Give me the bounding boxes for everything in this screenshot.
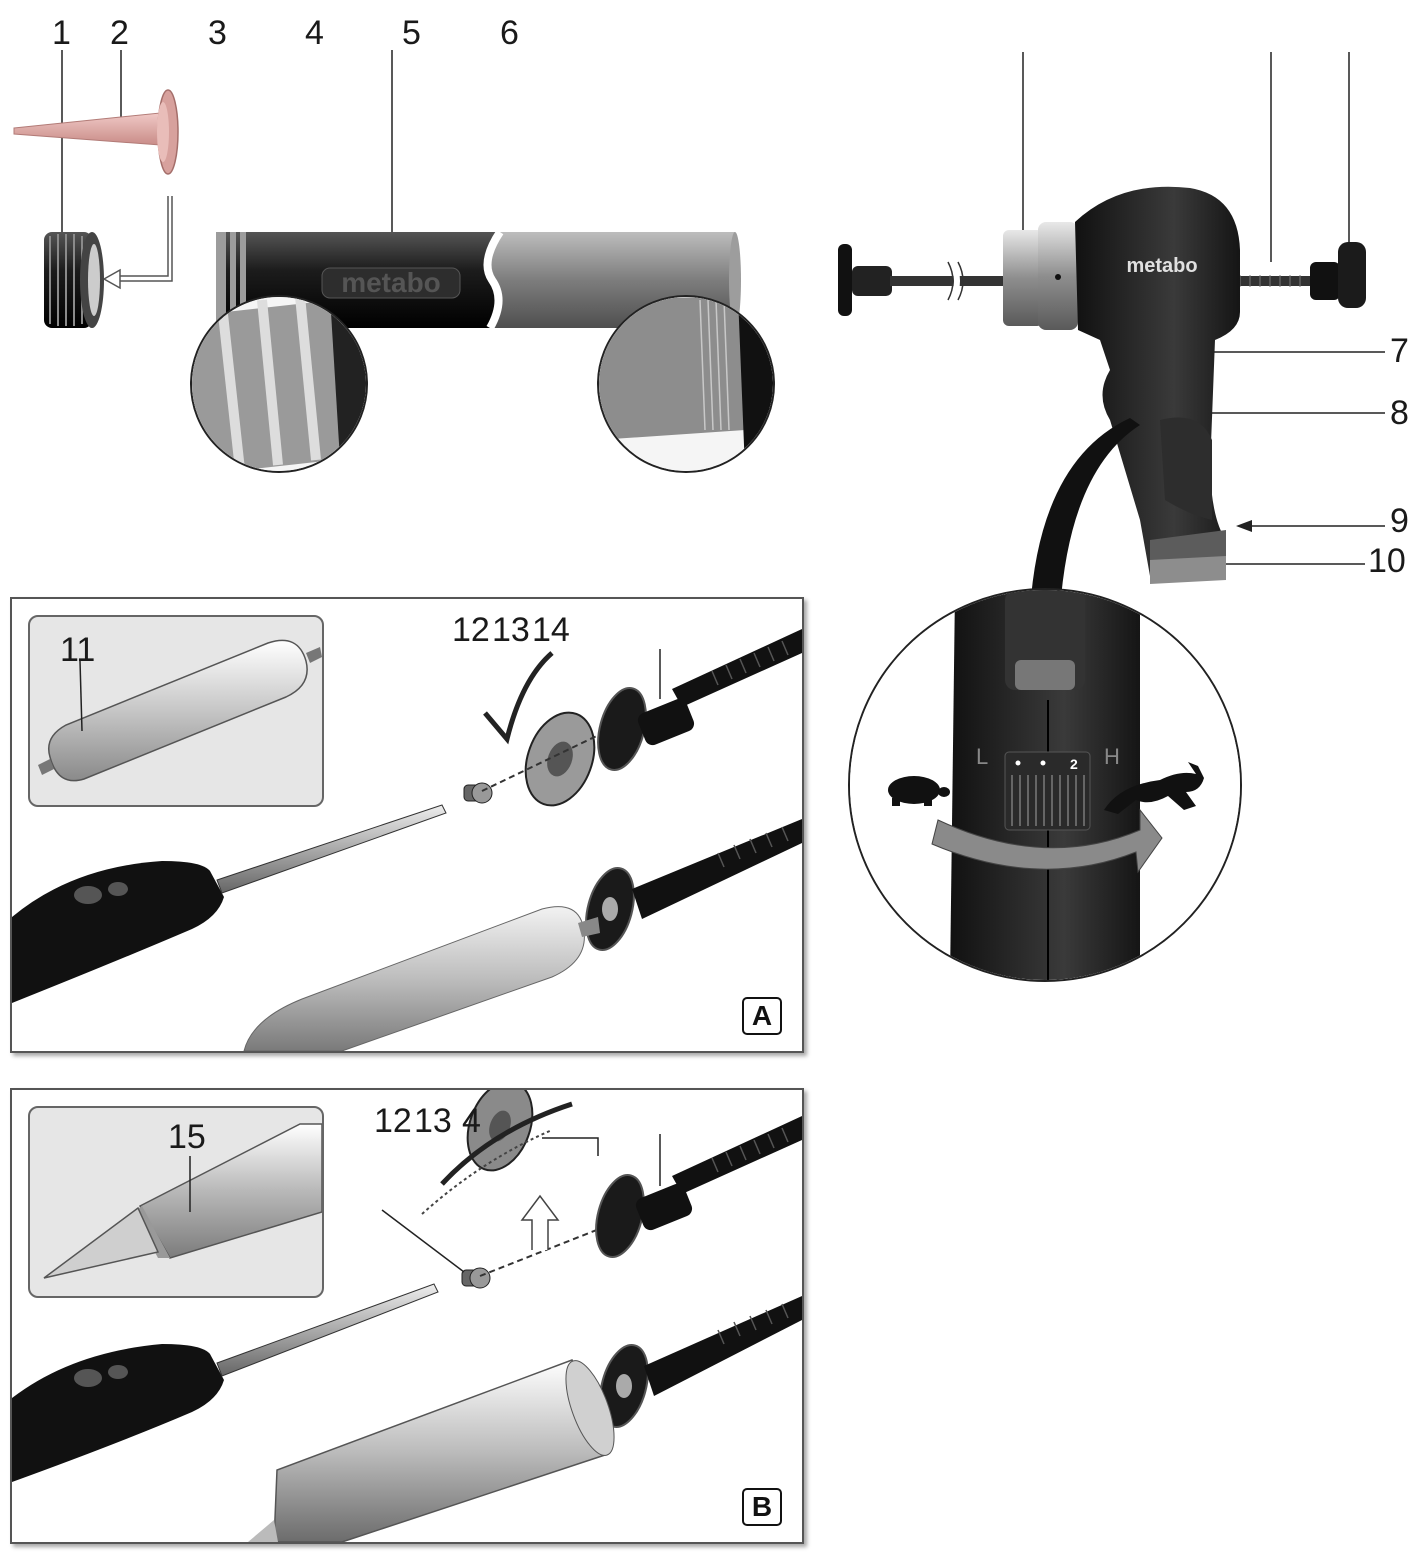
label-1: 1 [52,14,71,52]
panel-b-illustration [12,1090,802,1542]
panel-b-badge: B [742,1488,782,1526]
dispensing-gun: metabo [838,186,1366,584]
label-13-a: 13 [492,611,530,649]
label-2: 2 [110,14,129,52]
gun-logo: metabo [1126,255,1197,277]
label-11: 11 [60,631,96,669]
cross-icon [440,1101,573,1186]
nozzle [13,89,179,175]
label-14-a: 14 [532,611,570,649]
label-14-b: 4 [462,1102,481,1140]
dial-high-label: H [1104,744,1120,769]
product-illustration: metabo [13,50,1385,982]
label-13-b: 13 [414,1102,452,1140]
dial-setting-2: 2 [1070,756,1078,772]
label-3: 3 [208,14,227,52]
cartridge-illustration [43,1123,323,1279]
arrow-icon [1236,520,1252,532]
inset-foil-pack: 11 [28,615,324,807]
label-10: 10 [1368,542,1406,580]
turtle-icon [888,776,950,806]
label-7: 7 [1390,332,1409,370]
cap-nut [44,232,104,328]
rotate-arrow-icon [931,808,1163,874]
label-9: 9 [1390,502,1409,540]
label-8: 8 [1390,394,1409,432]
label-12-b: 12 [374,1102,412,1140]
foil-pack-illustration [38,639,322,782]
panel-b: 15 12 13 4 B [10,1088,804,1544]
panel-a: 11 12 13 14 A [10,597,804,1053]
callout-pointer [1030,418,1140,610]
label-15: 15 [168,1118,206,1156]
inset-cartridge: 15 [28,1106,324,1298]
thread-detail-right [597,295,775,473]
label-12-a: 12 [452,611,490,649]
label-6: 6 [500,14,519,52]
thread-detail-left [190,295,368,473]
tube-logo: metabo [341,267,441,298]
panel-a-illustration [12,629,802,1051]
panel-a-badge: A [742,997,782,1035]
label-4: 4 [305,14,324,52]
label-5: 5 [402,14,421,52]
rabbit-icon [1104,762,1204,814]
dial-low-label: L [976,744,988,769]
checkmark-icon [483,651,554,745]
speed-switch-detail: 2 L H [848,588,1242,982]
